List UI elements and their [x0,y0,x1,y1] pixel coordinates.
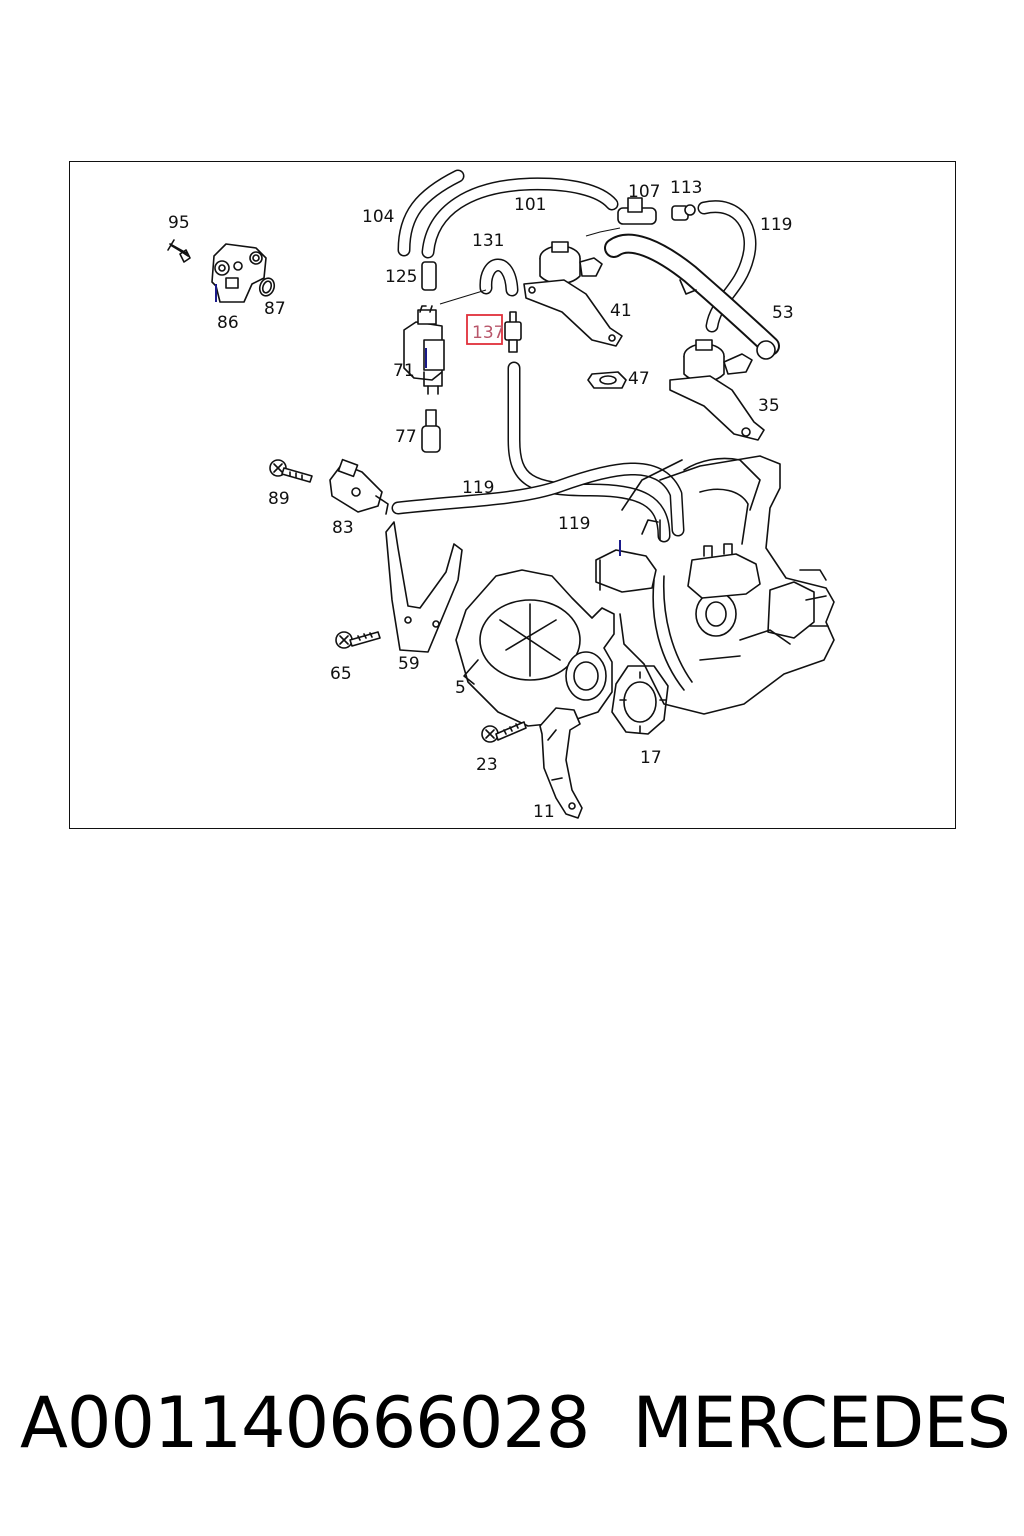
part-23-bolt[interactable] [481,721,527,743]
caption: A001140666028 MERCEDES [20,1378,1011,1468]
callout-95[interactable]: 95 [168,213,190,233]
part-113-check-valve[interactable] [671,204,696,221]
callout-89[interactable]: 89 [268,489,290,509]
callout-104[interactable]: 104 [362,207,394,227]
part-83-sensor[interactable] [329,458,389,515]
callout-131[interactable]: 131 [472,231,504,251]
part-125-sleeve[interactable] [421,261,437,291]
callout-47[interactable]: 47 [628,369,650,389]
part-77-tube[interactable] [421,409,441,453]
callout-77[interactable]: 77 [395,427,417,447]
part-107-connector[interactable] [617,197,657,225]
callout-59[interactable]: 59 [398,654,420,674]
part-86-valve-body[interactable] [211,243,267,303]
callout-113[interactable]: 113 [670,178,702,198]
callout-23[interactable]: 23 [476,755,498,775]
part-11-bracket[interactable] [539,707,583,819]
callout-137[interactable]: 137 [472,323,504,343]
part-89-bolt[interactable] [269,459,313,483]
part-71-solenoid-valve[interactable] [403,305,445,395]
part-119-hose-middle[interactable] [391,462,685,537]
intake-manifold [595,455,835,715]
callout-87[interactable]: 87 [264,299,286,319]
callout-71[interactable]: 71 [393,361,415,381]
callout-119-b[interactable]: 119 [462,478,494,498]
part-119-hose-vertical[interactable] [507,361,671,543]
callout-53[interactable]: 53 [772,303,794,323]
part-53-pipe[interactable] [604,233,780,360]
part-41-air-valve[interactable] [523,227,623,347]
callout-86[interactable]: 86 [217,313,239,333]
callout-65[interactable]: 65 [330,664,352,684]
part-17-gasket[interactable] [611,665,669,735]
callout-35[interactable]: 35 [758,396,780,416]
part-87-o-ring[interactable] [257,276,276,298]
highlight-box-137 [466,314,503,345]
callout-101[interactable]: 101 [514,195,546,215]
part-47-gasket[interactable] [587,371,627,389]
part-95-bolt[interactable] [167,239,191,263]
part-5-throttle-body[interactable] [455,569,615,727]
callout-17[interactable]: 17 [640,748,662,768]
callout-41[interactable]: 41 [610,301,632,321]
callout-11[interactable]: 11 [533,802,555,822]
callout-5[interactable]: 5 [455,678,466,698]
part-59-bracket[interactable] [385,521,463,653]
callout-107[interactable]: 107 [628,182,660,202]
callout-119-a[interactable]: 119 [760,215,792,235]
callout-83[interactable]: 83 [332,518,354,538]
part-35-air-valve[interactable] [669,339,765,441]
part-101-hose[interactable] [421,177,619,259]
part-number: A001140666028 [20,1382,590,1464]
part-131-hose[interactable] [479,258,519,297]
part-104-hose[interactable] [397,169,465,257]
brand-name: MERCEDES [632,1382,1011,1464]
part-137-connector[interactable] [504,311,522,353]
callout-119-c[interactable]: 119 [558,514,590,534]
part-65-bolt[interactable] [335,631,381,649]
callout-125[interactable]: 125 [385,267,417,287]
